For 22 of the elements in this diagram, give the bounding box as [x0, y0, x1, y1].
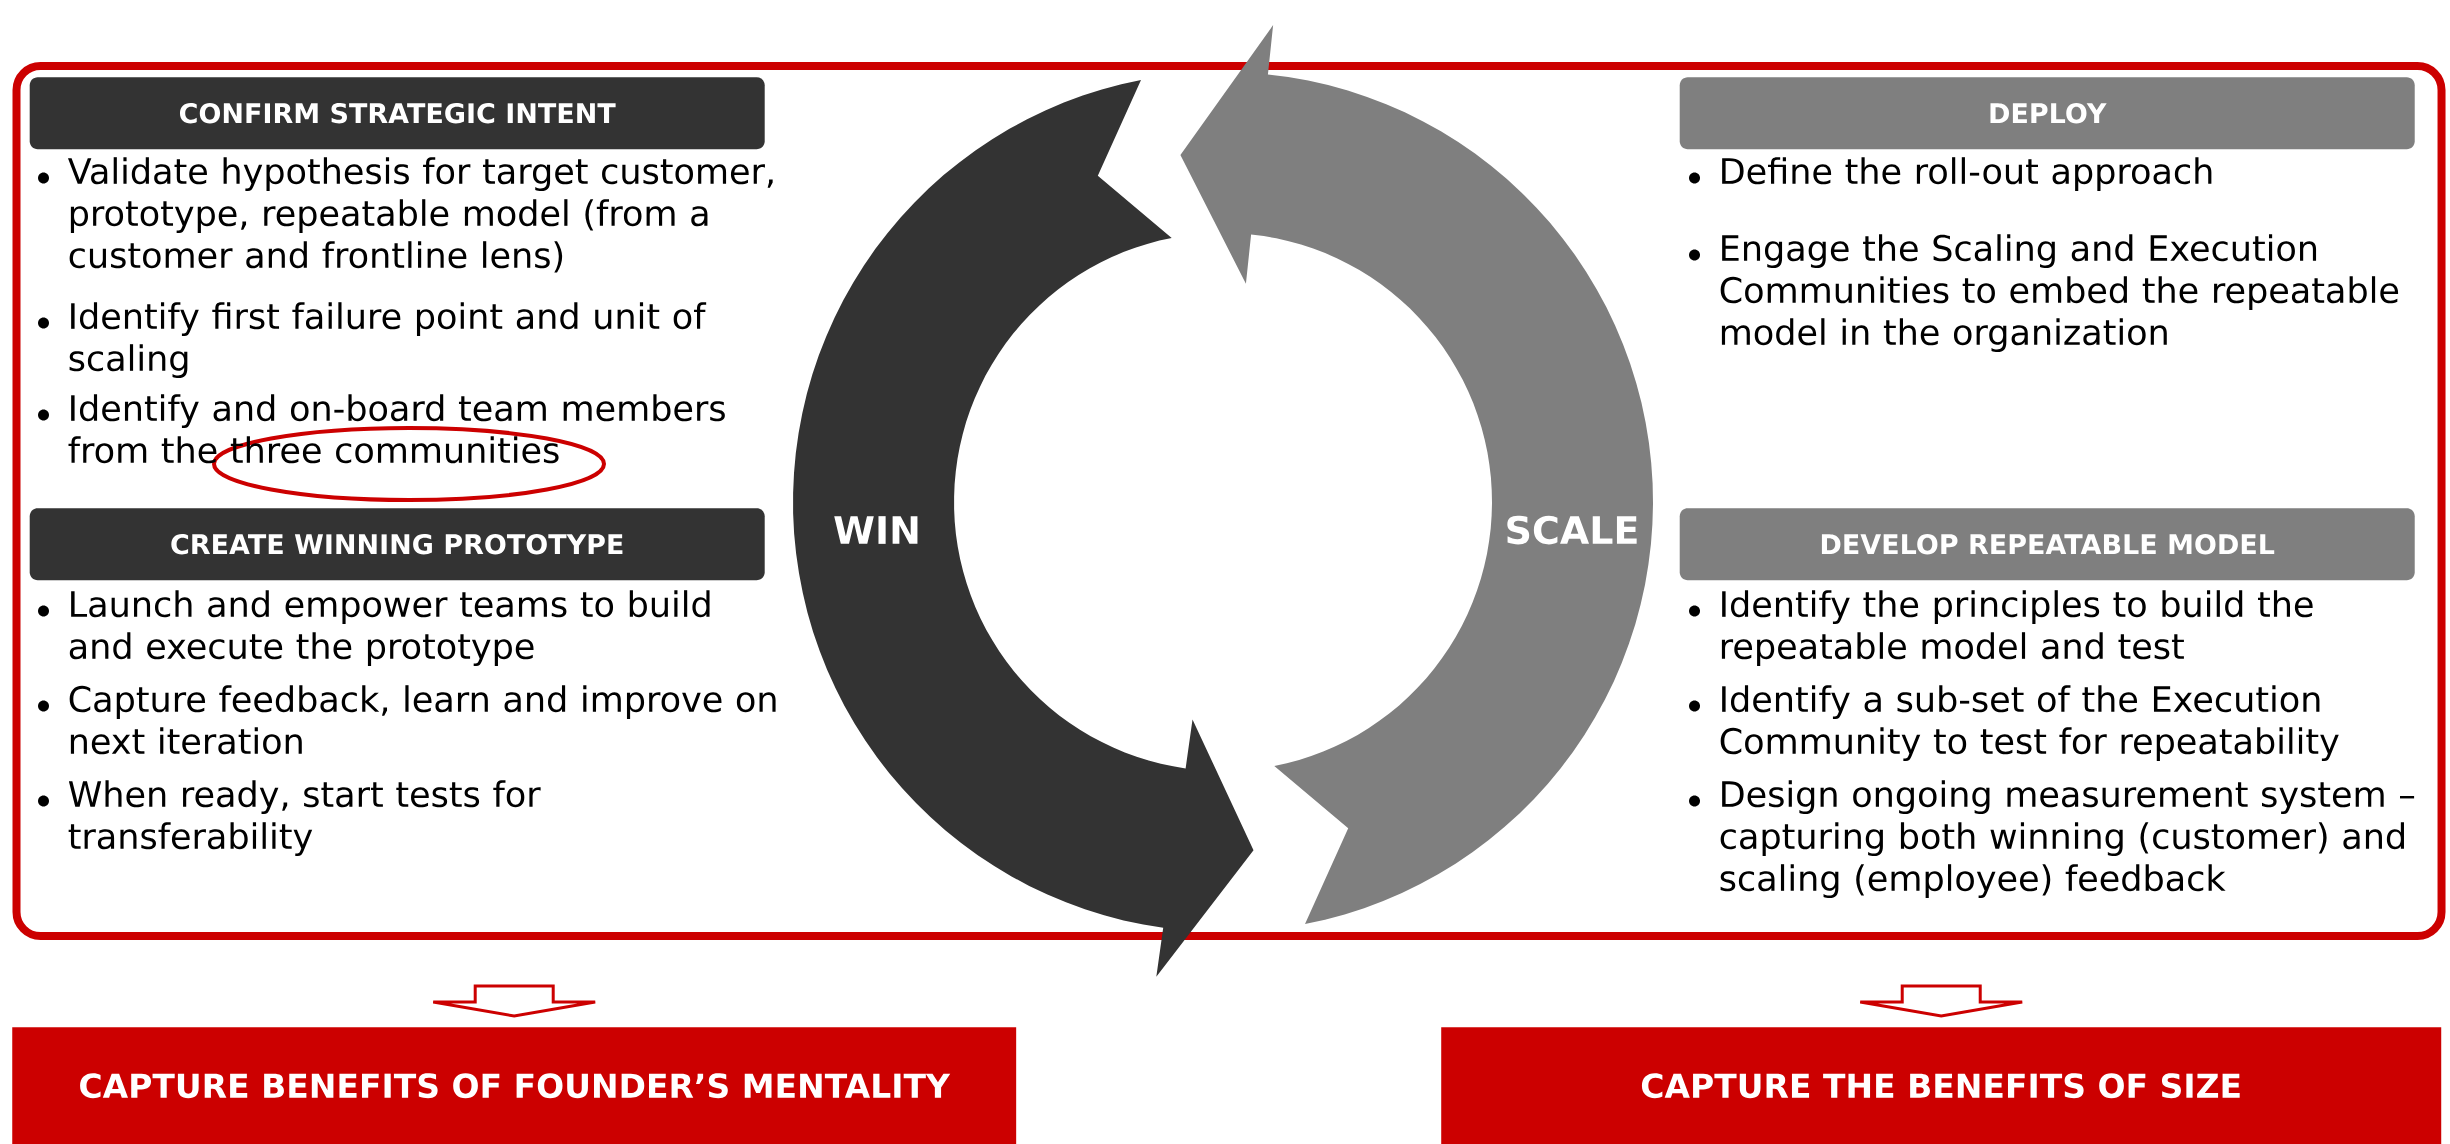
- bullet-item: Identify first failure point and unit of scaling: [38, 302, 707, 379]
- header-bar: CONFIRM STRATEGIC INTENT: [29, 77, 765, 150]
- bullet-item: Design ongoing measurement system – capturing both winning (customer) and scaling (employee) feedback: [1689, 780, 2415, 899]
- bullet-item: Identify the principles to build the repeatable model and test: [1689, 590, 2313, 667]
- result-banner: CAPTURE THE BENEFITS OF SIZE: [1441, 1027, 2442, 1144]
- header-bar: DEVELOP REPEATABLE MODEL: [1679, 508, 2415, 581]
- bullet-item: Identify and on-board team members from the three communities: [38, 394, 725, 464]
- ring-label: WIN: [834, 516, 918, 544]
- frame: [12, 62, 2446, 940]
- bullet-item: When ready, start tests for transferability: [38, 780, 541, 857]
- bullet-item: Engage the Scaling and Execution Communities to embed the repeatable model in the organization: [1689, 234, 2399, 353]
- ring-label: SCALE: [1507, 515, 1637, 545]
- header-bar: CREATE WINNING PROTOTYPE: [29, 508, 765, 581]
- outline-arrow: [431, 984, 597, 1018]
- bullet-item: Validate hypothesis for target customer, prototype, repeatable model (from a customer and frontline lens): [38, 157, 773, 273]
- bullet-item: Launch and empower teams to build and execute the prototype: [38, 590, 710, 667]
- outline-arrow: [1858, 984, 2024, 1018]
- header-bar: DEPLOY: [1679, 77, 2415, 150]
- bullet-item: Capture feedback, learn and improve on next iteration: [38, 685, 776, 755]
- bullet-item: Define the roll-out approach: [1689, 157, 2212, 192]
- bullet-item: Identify a sub-set of the Execution Community to test for repeatability: [1689, 685, 2339, 762]
- result-banner: CAPTURE BENEFITS OF FOUNDER’S MENTALITY: [12, 1027, 1017, 1144]
